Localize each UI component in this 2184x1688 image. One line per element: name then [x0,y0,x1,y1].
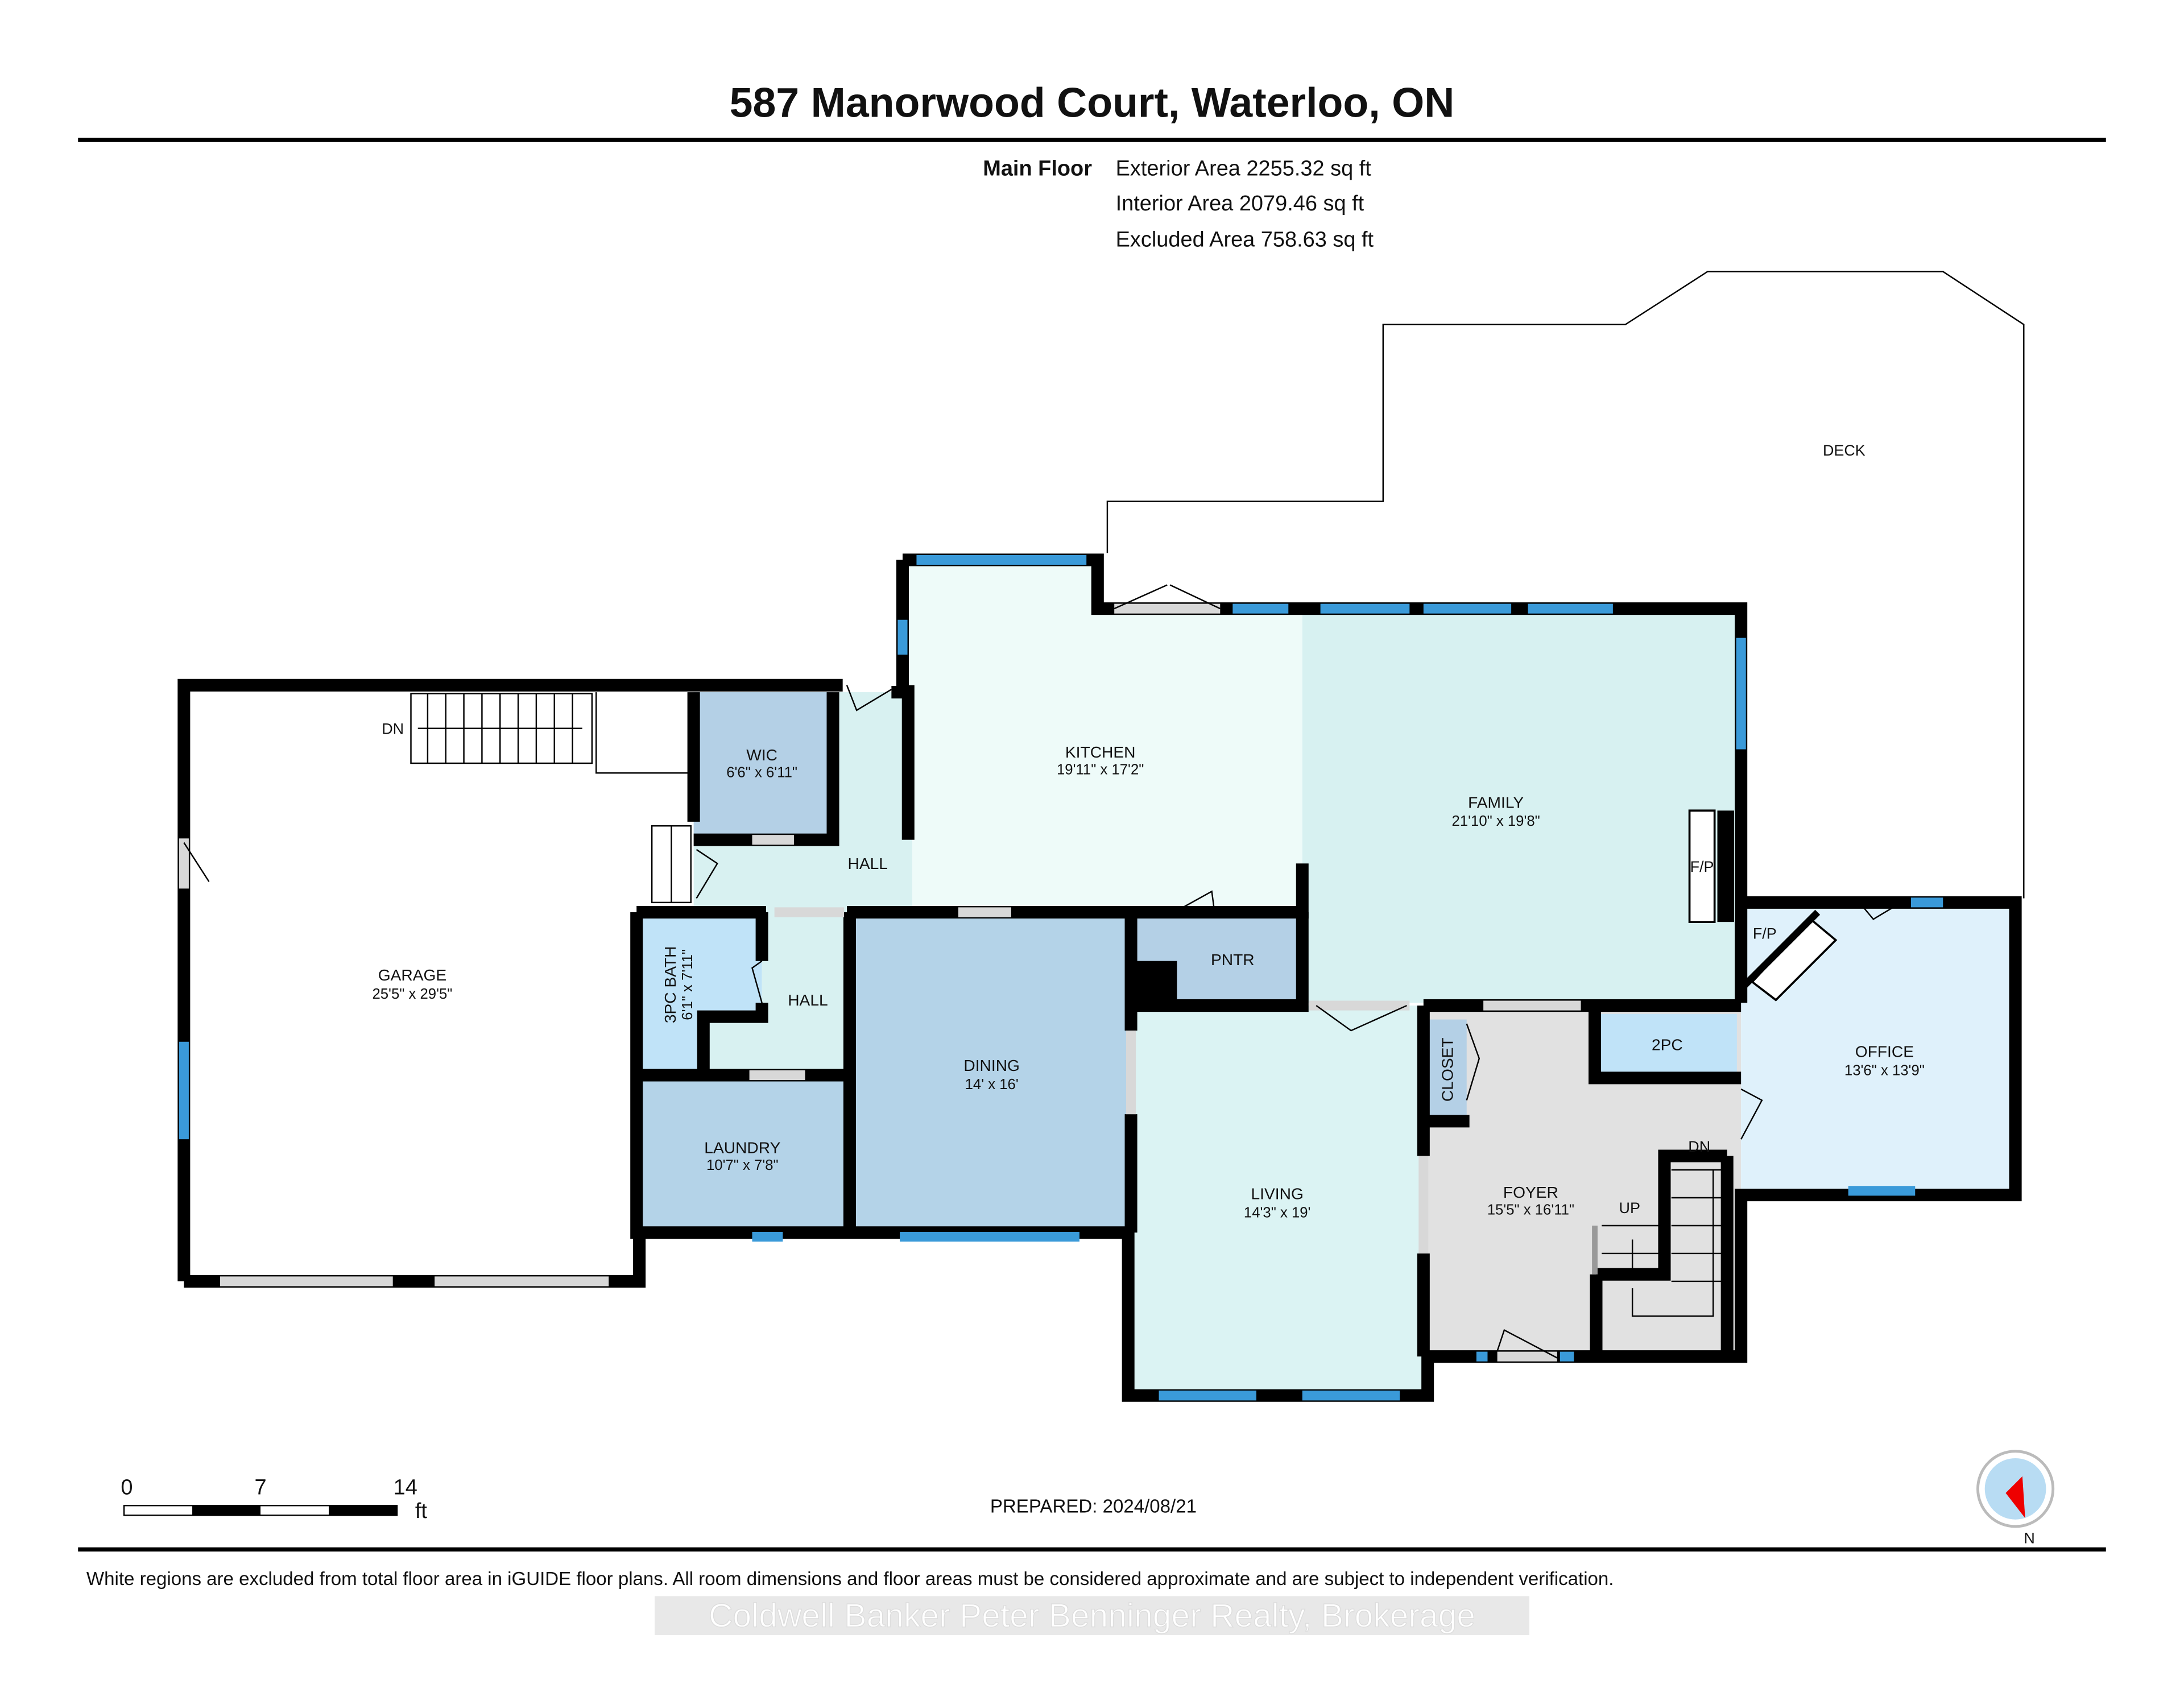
room-name: FOYER [1503,1184,1558,1201]
room-name: LAUNDRY [704,1139,780,1157]
fireplace-office-label: F/P [1753,925,1777,942]
room-dims: 19'11" x 17'2" [1057,762,1144,778]
fireplace-office [1738,909,1838,1002]
room-wic: WIC 6'6" x 6'11" [726,746,797,780]
foyer-stairs [1592,1169,1727,1317]
room-fills [184,560,2016,1396]
compass-north-label: N [2024,1529,2034,1546]
room-dims: 13'6" x 13'9" [1844,1063,1925,1079]
room-name: 3PC BATH [661,946,679,1024]
laundry-fill [636,1075,850,1233]
room-hall-lower: HALL [788,991,828,1009]
scale-tick-0: 0 [121,1476,133,1500]
room-name: LIVING [1251,1185,1304,1202]
room-name: KITCHEN [1065,743,1136,761]
room-living: LIVING 14'3" x 19' [1244,1185,1311,1221]
pc2-fill [1597,1013,1737,1078]
foyer-stairs-dn: DN [1688,1138,1710,1155]
excluded-area: Excluded Area 758.63 sq ft [1116,227,1374,251]
room-office: OFFICE 13'6" x 13'9" [1844,1043,1925,1079]
scale-unit: ft [415,1499,428,1523]
interior-area: Interior Area 2079.46 sq ft [1116,192,1364,216]
scale-tick-7: 7 [254,1476,266,1500]
room-hall-upper: HALL [848,855,888,872]
scale-bar [123,1504,398,1516]
room-dims: 15'5" x 16'11" [1487,1202,1574,1218]
room-dims: 6'6" x 6'11" [726,764,797,780]
compass-icon [1976,1450,2055,1528]
room-laundry: LAUNDRY 10'7" x 7'8" [704,1139,780,1173]
fireplace-family-label: F/P [1690,858,1714,875]
room-2pc: 2PC [1652,1036,1683,1053]
scale-tick-14: 14 [394,1476,417,1500]
footer-divider [78,1547,2106,1552]
room-foyer: FOYER 15'5" x 16'11" [1487,1184,1574,1218]
hall-lower-fill [703,912,850,1075]
room-family: FAMILY 21'10" x 19'8" [1452,793,1540,829]
disclaimer: White regions are excluded from total fl… [86,1569,1614,1590]
exterior-area: Exterior Area 2255.32 sq ft [1116,157,1372,181]
brokerage-watermark: Coldwell Banker Peter Benninger Realty, … [709,1597,1475,1634]
wic-fill [693,692,833,840]
foyer-stairs-up: UP [1619,1199,1640,1217]
dining-fill [849,912,1131,1237]
header-divider [78,138,2106,142]
room-name: GARAGE [378,966,446,984]
watermark-band [655,1596,1529,1635]
room-dims: 10'7" x 7'8" [706,1157,779,1173]
room-name: OFFICE [1855,1043,1914,1061]
prepared-date: PREPARED: 2024/08/21 [990,1496,1197,1517]
floor-label: Main Floor [983,157,1092,181]
windows [179,555,1943,1401]
room-closet: CLOSET [1438,1037,1456,1102]
deck-label: DECK [1823,442,1866,459]
family-fill [1302,609,1742,1003]
room-dims: 25'5" x 29'5" [372,986,452,1002]
room-kitchen: KITCHEN 19'11" x 17'2" [1057,743,1144,777]
room-pantry: PNTR [1211,951,1255,969]
page-title: 587 Manorwood Court, Waterloo, ON [730,79,1455,126]
room-name: DINING [963,1057,1020,1074]
room-bath3: 3PC BATH 6'1" x 7'11" [661,946,696,1024]
garage-stairs-dn: DN [382,721,404,738]
garage-stairs [410,692,694,904]
room-dims: 14'3" x 19' [1244,1205,1311,1221]
kitchen-fill [902,560,1302,912]
living-fill [1131,1006,1424,1396]
garage-fill [184,685,640,1281]
room-name: FAMILY [1468,793,1524,811]
room-dims: 6'1" x 7'11" [680,949,696,1020]
closet-fill [1428,1019,1467,1120]
fireplace-family [1688,809,1734,923]
deck-outline [1106,271,2025,899]
room-garage: GARAGE 25'5" x 29'5" [372,966,452,1002]
room-dining: DINING 14' x 16' [963,1057,1020,1093]
room-name: WIC [746,746,777,764]
room-dims: 21'10" x 19'8" [1452,813,1540,829]
doors [179,584,1902,1362]
room-dims: 14' x 16' [965,1077,1019,1093]
